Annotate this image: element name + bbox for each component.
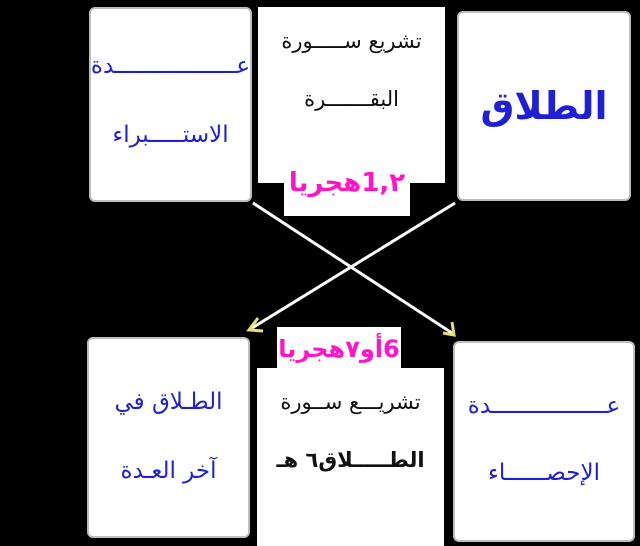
arrow-line-right xyxy=(252,201,453,335)
top-right-box: الطلاق xyxy=(457,11,631,201)
top-left-line2: الاستـــــبراء xyxy=(112,122,229,149)
bottom-left-line1: الطـلاق في xyxy=(114,388,223,415)
bottom-center-line1: تشريـــع ســورة xyxy=(280,390,421,414)
arrow-head-left xyxy=(246,317,264,333)
bottom-right-line2: الإحصــــــاء xyxy=(488,459,600,486)
top-center-panel: تشريع ســـــورة البقـــــــرة xyxy=(258,7,445,183)
arrow-head-right xyxy=(442,321,456,337)
top-center-line2: البقـــــــرة xyxy=(304,87,399,111)
bottom-left-box: الطـلاق في آخر العـدة xyxy=(87,337,250,538)
bottom-date-label: 6أو٧هجريا xyxy=(278,335,400,363)
top-date-panel: ٢,1هجريا xyxy=(284,150,410,216)
top-center-line1: تشريع ســـــورة xyxy=(281,29,422,53)
top-left-line1: عــــــــــــــــــدة xyxy=(90,52,251,79)
bottom-right-box: عـــــــــــــــــدة الإحصــــــاء xyxy=(453,341,635,542)
top-left-box: عــــــــــــــــــدة الاستـــــبراء xyxy=(89,7,252,202)
bottom-right-line1: عـــــــــــــــــدة xyxy=(467,393,621,420)
top-date-label: ٢,1هجريا xyxy=(288,168,406,198)
arrow-line-left xyxy=(251,201,456,330)
bottom-date-panel: 6أو٧هجريا xyxy=(277,327,401,371)
bottom-left-line2: آخر العـدة xyxy=(120,458,217,485)
bottom-center-panel: تشريـــع ســورة الطـــــلاق٦ هـ xyxy=(257,368,444,546)
bottom-center-line2: الطـــــلاق٦ هـ xyxy=(276,448,425,472)
top-right-title: الطلاق xyxy=(480,84,608,128)
